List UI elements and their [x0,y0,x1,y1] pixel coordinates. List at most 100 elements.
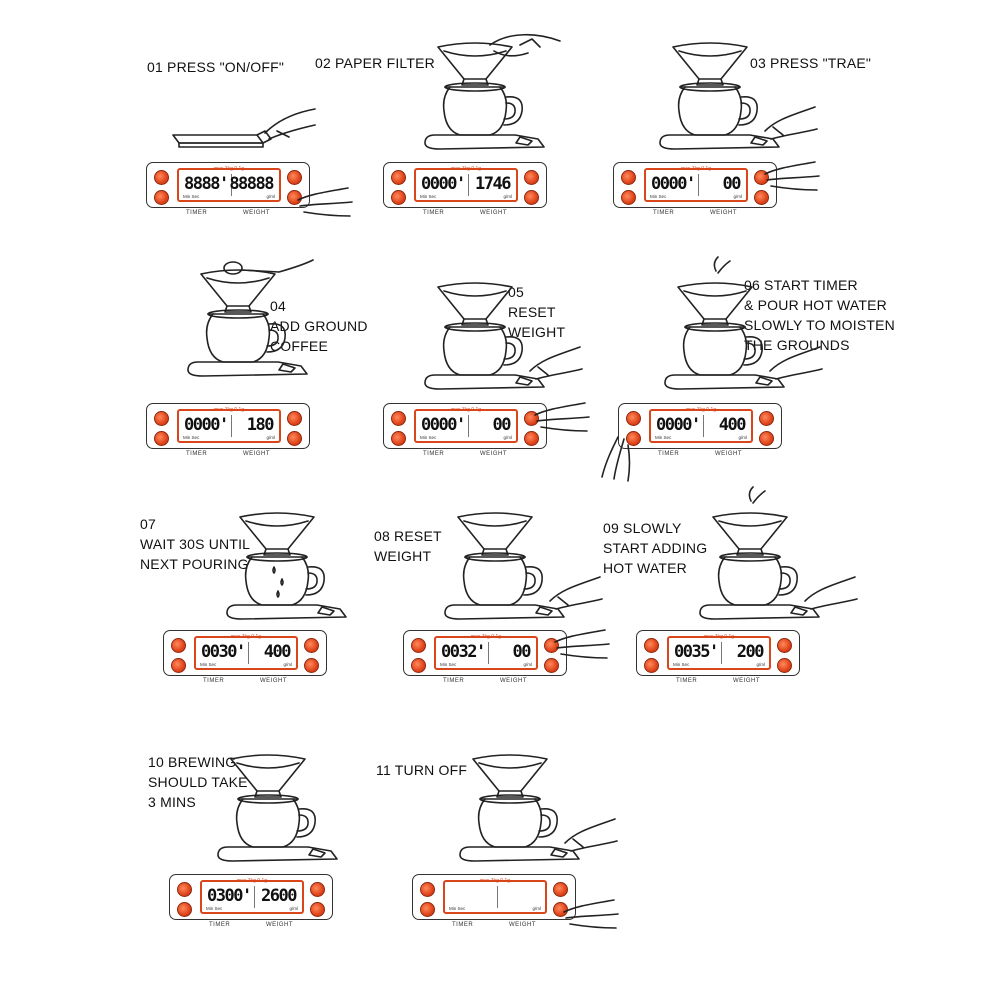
dripper-hand-illustration [444,512,603,620]
lcd-divider [468,415,469,437]
timer-reset-button[interactable] [420,902,435,917]
step-label: 02 PAPER FILTER [315,53,435,73]
power-button[interactable] [524,190,539,205]
timer-caption: TIMER [423,451,445,457]
weight-caption: WEIGHT [500,678,527,684]
tare-button[interactable] [759,411,774,426]
lcd-screen: max 3kg 0.1g 0032' 00 Min Sec g/ml [434,634,538,670]
time-unit-label: Min Sec [440,662,457,667]
lcd-divider [248,642,249,664]
timer-start-button[interactable] [391,170,406,185]
lcd-divider [254,886,255,908]
timer-start-button[interactable] [621,170,636,185]
timer-start-button[interactable] [644,638,659,653]
timer-reset-button[interactable] [391,190,406,205]
timer-start-button[interactable] [154,411,169,426]
timer-start-button[interactable] [411,638,426,653]
timer-readout: 0000' [184,415,229,435]
step-label-line: 02 PAPER FILTER [315,55,435,71]
unit-labels: Min Sec g/ml [440,662,532,667]
timer-reset-button[interactable] [391,431,406,446]
weight-caption: WEIGHT [480,451,507,457]
power-button[interactable] [287,190,302,205]
timer-start-button[interactable] [177,882,192,897]
weight-caption: WEIGHT [243,451,270,457]
unit-labels: Min Sec g/ml [655,435,747,440]
timer-start-button[interactable] [154,170,169,185]
step-label-line: 07 [140,516,156,532]
scale-body: max 3kg 0.1g 0030' 400 Min Sec g/ml [163,630,327,676]
timer-readout: 0000' [421,174,466,194]
weight-unit-label: g/ml [503,194,512,199]
scale-display-panel: max 3kg 0.1g 0030' 400 Min Sec g/ml TIME… [163,630,327,694]
scale-display-panel: max 3kg 0.1g 0000' 1746 Min Sec g/ml TIM… [383,162,547,226]
timer-reset-button[interactable] [154,190,169,205]
scale-body: max 3kg 0.1g 0032' 00 Min Sec g/ml [403,630,567,676]
weight-caption: WEIGHT [710,210,737,216]
timer-reset-button[interactable] [154,431,169,446]
tare-button[interactable] [777,638,792,653]
timer-start-button[interactable] [171,638,186,653]
step-label-line: 09 SLOWLY [603,520,682,536]
capacity-text: max 3kg 0.1g [236,878,268,884]
lcd-screen: max 3kg 0.1g 0300' 2600 Min Sec g/ml [200,878,304,914]
step-label-line: THE GROUNDS [744,337,850,353]
tare-button[interactable] [310,882,325,897]
time-unit-label: Min Sec [673,662,690,667]
unit-labels: Min Sec g/ml [449,906,541,911]
tare-button[interactable] [287,170,302,185]
time-unit-label: Min Sec [650,194,667,199]
tare-button[interactable] [524,170,539,185]
tare-button[interactable] [553,882,568,897]
lcd-divider [231,415,232,437]
power-button[interactable] [304,658,319,673]
step-label-line: SHOULD TAKE [148,774,248,790]
lcd-divider [703,415,704,437]
power-button[interactable] [287,431,302,446]
weight-readout: 180 [246,415,275,435]
weight-unit-label: g/ml [266,194,275,199]
scale-display-panel: max 3kg 0.1g 0000' 180 Min Sec g/ml TIME… [146,403,310,467]
power-button[interactable] [553,902,568,917]
lcd-screen: max 3kg 0.1g Min Sec g/ml [443,878,547,914]
scale-body: max 3kg 0.1g 0000' 400 Min Sec g/ml [618,403,782,449]
scale-display-panel: max 3kg 0.1g 0000' 400 Min Sec g/ml TIME… [601,403,782,482]
capacity-text: max 3kg 0.1g [680,166,712,172]
timer-reset-button[interactable] [644,658,659,673]
time-unit-label: Min Sec [206,906,223,911]
timer-reset-button[interactable] [177,902,192,917]
time-unit-label: Min Sec [449,906,466,911]
power-button[interactable] [777,658,792,673]
timer-reset-button[interactable] [626,431,641,446]
timer-reset-button[interactable] [621,190,636,205]
weight-readout: 00 [512,642,532,662]
weight-unit-label: g/ml [266,435,275,440]
lcd-screen: max 3kg 0.1g 0000' 00 Min Sec g/ml [644,166,748,202]
timer-reset-button[interactable] [171,658,186,673]
power-button[interactable] [754,190,769,205]
timer-reset-button[interactable] [411,658,426,673]
power-button[interactable] [544,658,559,673]
timer-caption: TIMER [653,210,675,216]
lcd-divider [497,886,498,908]
weight-readout: 400 [263,642,292,662]
weight-caption: WEIGHT [509,922,536,928]
pour-illustration [699,486,858,620]
tare-button[interactable] [287,411,302,426]
spoon-illustration [187,259,314,377]
weight-caption: WEIGHT [480,210,507,216]
pressing-hand-icon [554,629,610,659]
power-button[interactable] [524,431,539,446]
timer-start-button[interactable] [391,411,406,426]
step-label-line: HOT WATER [603,560,687,576]
timer-start-button[interactable] [626,411,641,426]
timer-readout: 8888' [184,174,229,194]
capacity-text: max 3kg 0.1g [703,634,735,640]
power-button[interactable] [759,431,774,446]
tare-button[interactable] [304,638,319,653]
timer-start-button[interactable] [420,882,435,897]
lcd-divider [721,642,722,664]
power-button[interactable] [310,902,325,917]
step-label-line: 04 [270,298,286,314]
